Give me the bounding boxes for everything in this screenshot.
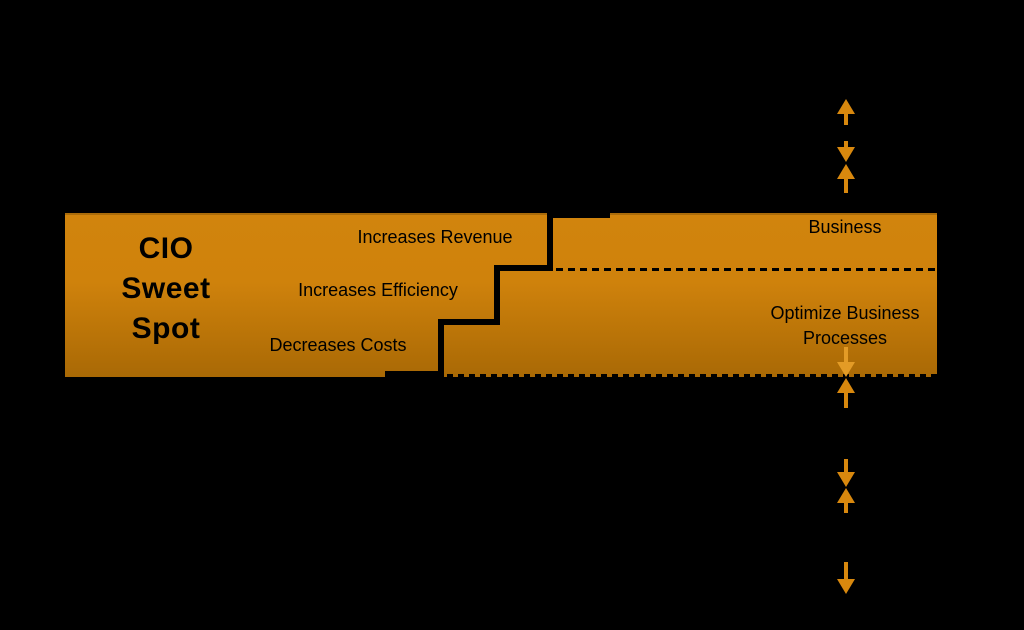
dashed-bottom-border <box>447 374 937 377</box>
staircase-segment-vertical-1 <box>547 212 553 271</box>
gradient-band <box>65 213 937 377</box>
sweet-spot-line-2: Sweet <box>121 272 211 305</box>
staircase-segment-bottom-horizontal <box>385 371 444 377</box>
business-label: Business <box>808 217 882 237</box>
staircase-segment-top-horizontal <box>547 212 610 218</box>
staircase-segment-horizontal-2 <box>494 265 553 271</box>
band-down-arrow-icon <box>837 347 855 377</box>
benefit-label-increases-efficiency: Increases Efficiency <box>298 280 458 300</box>
optimize-line-1: Optimize Business <box>770 303 920 323</box>
dashed-divider-line <box>556 268 937 271</box>
lower-up-arrow-icon <box>837 378 855 408</box>
bottom-down-arrow-icon <box>837 562 855 594</box>
benefit-label-increases-revenue: Increases Revenue <box>357 227 513 247</box>
lower-converging-up-arrow-icon <box>837 488 855 513</box>
staircase-segment-vertical-3 <box>438 319 444 377</box>
upper-converging-down-arrow-icon <box>837 141 855 162</box>
optimize-line-2: Processes <box>802 328 888 348</box>
upper-up-arrow-icon <box>837 99 855 125</box>
optimize-business-processes-label: Optimize Business Processes <box>735 301 955 351</box>
sweet-spot-line-3: Spot <box>131 312 201 345</box>
cio-sweet-spot-label: CIO Sweet Spot <box>66 229 266 349</box>
upper-converging-up-arrow-icon <box>837 164 855 193</box>
lower-converging-down-arrow-icon <box>837 459 855 487</box>
staircase-segment-horizontal-3 <box>438 319 500 325</box>
sweet-spot-line-1: CIO <box>138 232 194 265</box>
staircase-segment-vertical-2 <box>494 265 500 325</box>
benefit-label-decreases-costs: Decreases Costs <box>269 335 407 355</box>
